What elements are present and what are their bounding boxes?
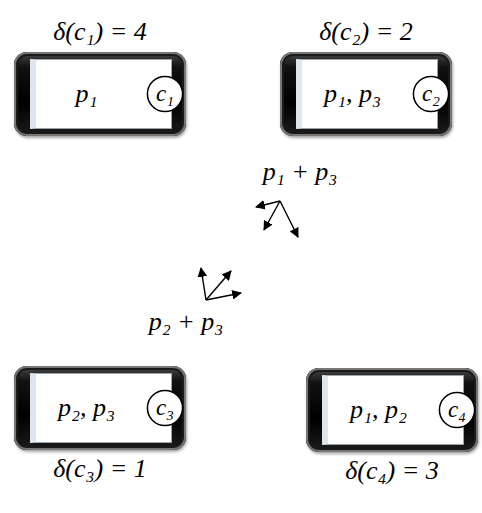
degree-label: δ(c₁) = 4 — [53, 18, 147, 47]
transmission-label: p₁ + p₃ — [263, 158, 338, 187]
client-circle: c₁ — [146, 75, 184, 113]
packet-list: p₂, p₃ — [58, 394, 115, 423]
client-circle: c₂ — [412, 75, 450, 113]
phone-device: δ(c₂) = 2p₁, p₃c₂ — [280, 52, 452, 136]
client-name: c₃ — [156, 395, 174, 420]
client-circle: c₄ — [438, 391, 476, 429]
arrow-fan — [256, 201, 298, 237]
degree-label: δ(c₃) = 1 — [53, 455, 147, 484]
client-name: c₂ — [422, 81, 440, 106]
transmission-label: p₂ + p₃ — [149, 308, 224, 337]
client-name: c₄ — [448, 397, 466, 422]
arrow-fan — [201, 268, 241, 300]
degree-label: δ(c₄) = 3 — [345, 457, 439, 486]
degree-label: δ(c₂) = 2 — [319, 18, 413, 47]
client-circle: c₃ — [146, 389, 184, 427]
packet-list: p₁, p₂ — [350, 396, 407, 425]
packet-list: p₁ — [75, 80, 97, 109]
phone-device: δ(c₁) = 4p₁c₁ — [14, 52, 186, 136]
client-name: c₁ — [156, 81, 174, 106]
packet-list: p₁, p₃ — [324, 80, 381, 109]
phone-device: δ(c₃) = 1p₂, p₃c₃ — [14, 366, 186, 450]
phone-device: δ(c₄) = 3p₁, p₂c₄ — [306, 368, 478, 452]
